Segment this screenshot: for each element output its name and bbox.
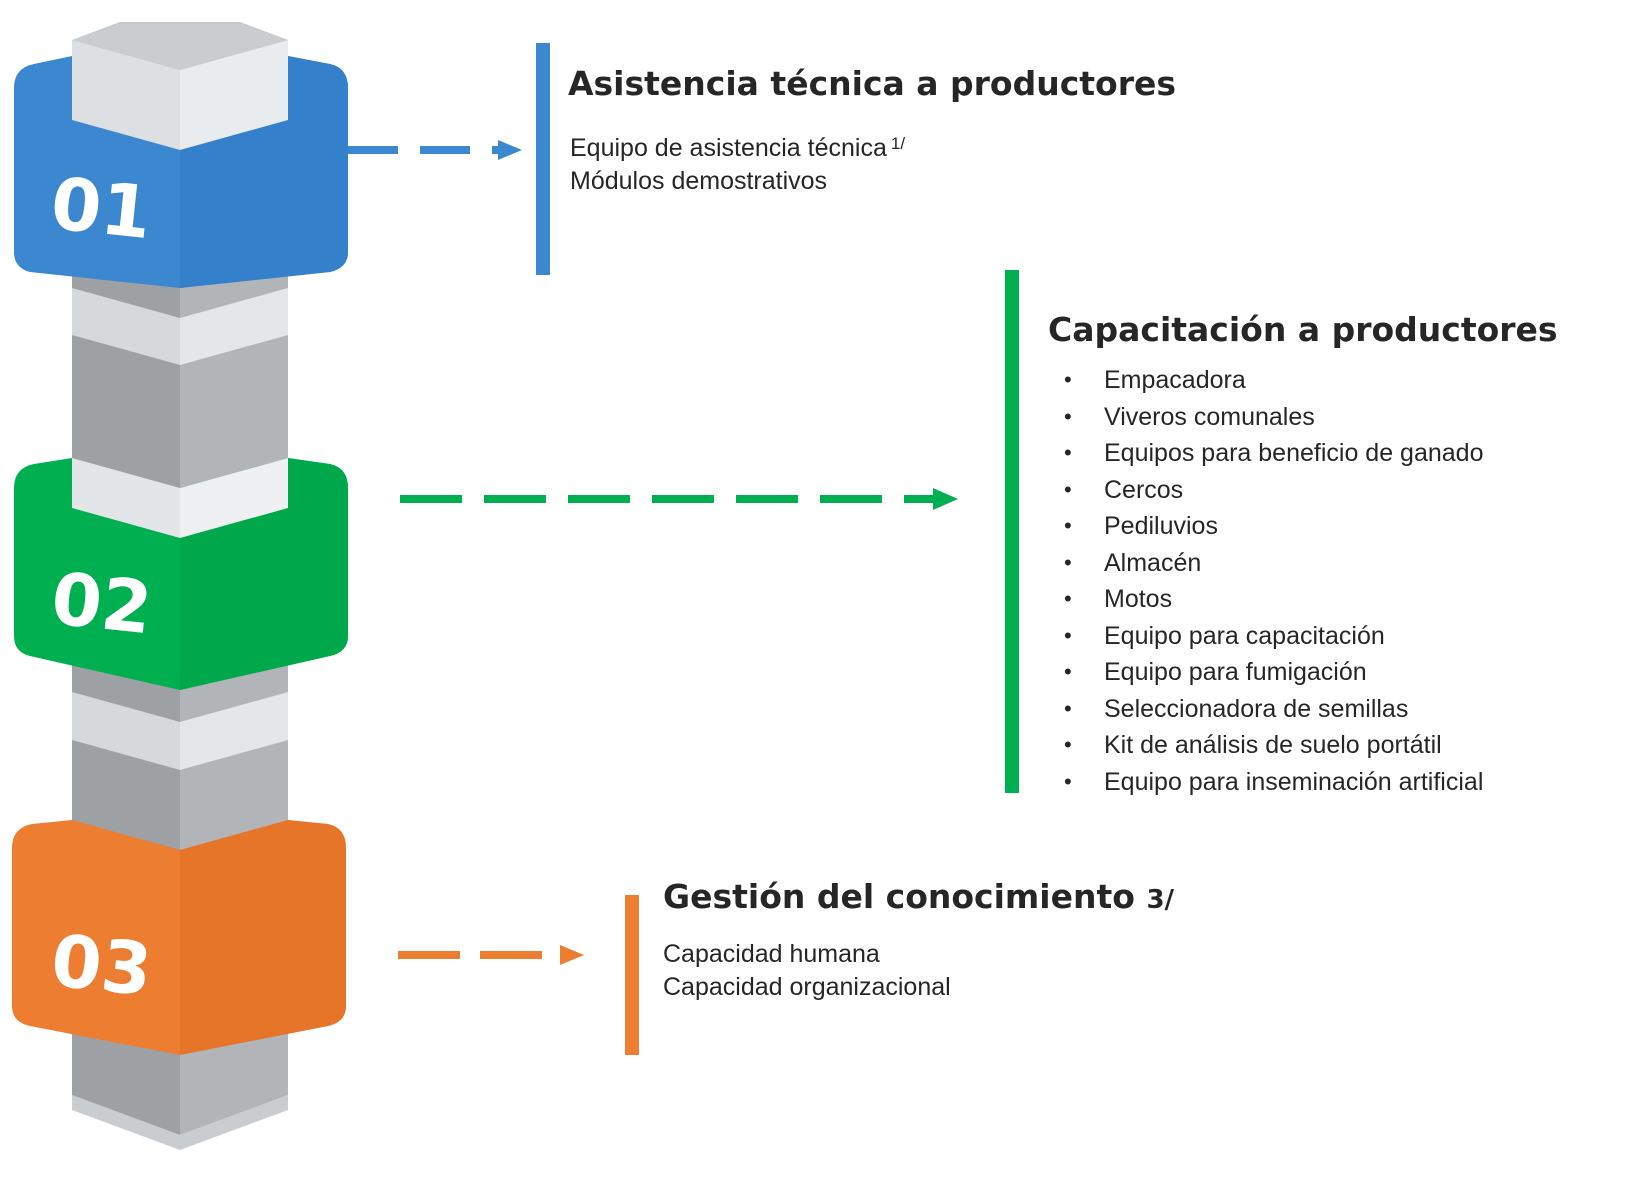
list-item: Cercos <box>1064 472 1483 509</box>
band-03 <box>12 820 346 1055</box>
section-bar-01 <box>536 43 550 275</box>
band-numbers: 01 02 03 <box>47 161 156 1012</box>
list-item: Capacidad humana <box>663 940 880 968</box>
arrow-03 <box>398 945 584 965</box>
list-item: Equipo para fumigación <box>1064 654 1483 691</box>
list-item: Kit de análisis de suelo portátil <box>1064 727 1483 764</box>
section-bar-02 <box>1005 270 1019 793</box>
list-item: Almacén <box>1064 545 1483 582</box>
step-number-03: 03 <box>47 918 155 1012</box>
arrow-01 <box>348 140 522 160</box>
section-bar-03 <box>625 895 639 1055</box>
arrow-02 <box>400 488 958 510</box>
section-title-03: Gestión del conocimiento 3/ <box>663 877 1175 916</box>
section-title-02: Capacitación a productores <box>1048 310 1558 349</box>
list-item: Equipo para inseminación artificial <box>1064 764 1483 801</box>
step-number-01: 01 <box>47 161 155 255</box>
section-title-01: Asistencia técnica a productores <box>568 64 1177 103</box>
list-item: Pediluvios <box>1064 508 1483 545</box>
title-footnote-marker: 3/ <box>1146 885 1175 915</box>
section-list-02: Empacadora Viveros comunales Equipos par… <box>1064 362 1483 800</box>
list-item: Equipos para beneficio de ganado <box>1064 435 1483 472</box>
list-item: Módulos demostrativos <box>570 167 828 195</box>
band-01 <box>14 24 348 288</box>
list-item: Equipo para capacitación <box>1064 618 1483 655</box>
band-02 <box>14 458 348 690</box>
list-item: Empacadora <box>1064 362 1483 399</box>
step-number-02: 02 <box>48 556 156 650</box>
section-list-03: Capacidad humana Capacidad organizaciona… <box>663 938 951 1004</box>
footnote-marker: 1/ <box>890 134 906 153</box>
list-item: Viveros comunales <box>1064 399 1483 436</box>
list-item: Motos <box>1064 581 1483 618</box>
list-item: Seleccionadora de semillas <box>1064 691 1483 728</box>
list-item: Capacidad organizacional <box>663 973 951 1001</box>
